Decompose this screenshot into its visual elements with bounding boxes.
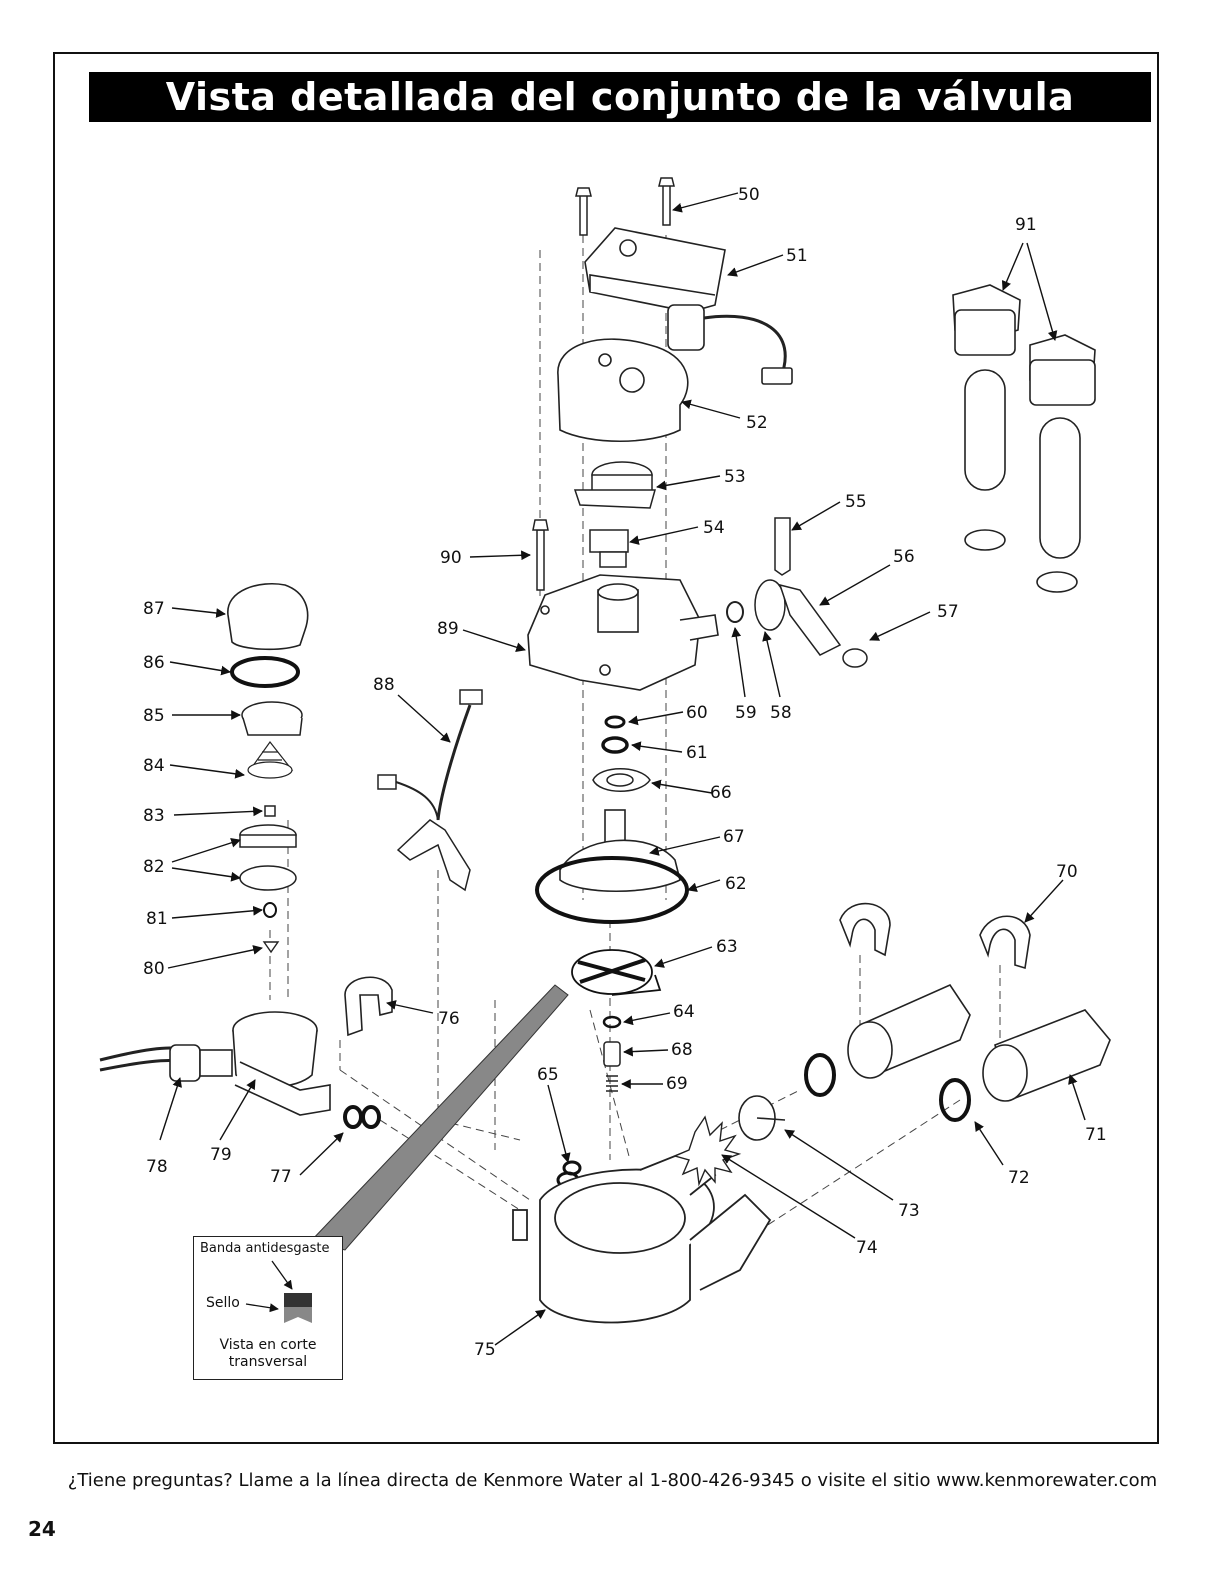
part-66-cam (592, 768, 651, 792)
part-81-nozzle (263, 902, 277, 918)
part-60-ring (604, 715, 626, 729)
part-84-screen (247, 740, 294, 779)
part-77-o-rings (343, 1105, 381, 1129)
callout-63: 63 (716, 937, 738, 957)
callout-86: 86 (143, 653, 165, 673)
part-82-discs (239, 824, 297, 891)
diagram-frame (53, 52, 1159, 1444)
part-63-disc (571, 949, 662, 996)
callout-50: 50 (738, 185, 760, 205)
callout-62: 62 (725, 874, 747, 894)
part-52-cover (557, 338, 689, 443)
part-85-retainer (241, 701, 303, 736)
part-57-hose-clamp (842, 648, 868, 668)
callout-52: 52 (746, 413, 768, 433)
callout-78: 78 (146, 1157, 168, 1177)
callout-57: 57 (937, 602, 959, 622)
callout-68: 68 (671, 1040, 693, 1060)
inset-caption-line2: transversal (228, 1354, 308, 1370)
callout-76: 76 (438, 1009, 460, 1029)
part-55-clip (774, 517, 791, 576)
cross-section-inset: Banda antidesgaste Sello Vista en corte … (193, 1236, 343, 1380)
inset-caption-line1: Vista en corte (219, 1337, 317, 1353)
part-75-valve-body (512, 1148, 772, 1324)
footer-help-text: ¿Tiene preguntas? Llame a la línea direc… (67, 1470, 1158, 1491)
callout-71: 71 (1085, 1125, 1107, 1145)
callout-60: 60 (686, 703, 708, 723)
callout-80: 80 (143, 959, 165, 979)
callout-58: 58 (770, 703, 792, 723)
callout-89: 89 (437, 619, 459, 639)
callout-59: 59 (735, 703, 757, 723)
callout-67: 67 (723, 827, 745, 847)
callout-79: 79 (210, 1145, 232, 1165)
page-title: Vista detallada del conjunto de la válvu… (89, 72, 1151, 122)
callout-83: 83 (143, 806, 165, 826)
part-50-screws (575, 177, 675, 236)
inset-caption: Vista en corte transversal (194, 1337, 342, 1371)
part-51-motor (584, 227, 793, 385)
part-74-turbine (672, 1115, 742, 1187)
callout-90: 90 (440, 548, 462, 568)
part-70-clips (839, 902, 1031, 970)
callout-74: 74 (856, 1238, 878, 1258)
callout-82: 82 (143, 857, 165, 877)
callout-81: 81 (146, 909, 168, 929)
part-69-spring (606, 1075, 618, 1092)
part-86-o-ring (230, 656, 300, 688)
part-78-nut (99, 1044, 233, 1082)
callout-72: 72 (1008, 1168, 1030, 1188)
part-56-drain-elbow (754, 579, 842, 656)
part-89-valve-body-top (527, 574, 719, 691)
inset-seal-label: Sello (206, 1295, 240, 1311)
inset-zoom-wedge (309, 984, 569, 1251)
callout-77: 77 (270, 1167, 292, 1187)
callout-88: 88 (373, 675, 395, 695)
callout-54: 54 (703, 518, 725, 538)
part-54-switch (589, 529, 629, 568)
leader-arrows (159, 192, 1086, 1346)
callout-91: 91 (1015, 215, 1037, 235)
part-61-ring (601, 736, 629, 754)
callout-69: 69 (666, 1074, 688, 1094)
part-64-ring (602, 1015, 622, 1029)
inset-section-graphic (245, 1260, 312, 1323)
callout-53: 53 (724, 467, 746, 487)
part-59-washer (726, 601, 744, 623)
part-91-adaptors (952, 284, 1096, 593)
part-62-seal-ring (535, 856, 689, 924)
callout-51: 51 (786, 246, 808, 266)
part-83-nut (264, 805, 276, 817)
callout-85: 85 (143, 706, 165, 726)
part-68-plug (603, 1041, 621, 1067)
callout-75: 75 (474, 1340, 496, 1360)
part-73-turbine-housing (738, 1095, 786, 1141)
part-72-o-rings (804, 1053, 971, 1122)
part-71-connectors (847, 983, 1111, 1102)
callout-84: 84 (143, 756, 165, 776)
callout-55: 55 (845, 492, 867, 512)
assembly-guide-lines (269, 235, 1001, 1231)
part-53-gear (573, 461, 656, 509)
callout-56: 56 (893, 547, 915, 567)
part-90-screw (532, 519, 549, 591)
inset-band-label: Banda antidesgaste (200, 1241, 330, 1256)
callout-66: 66 (710, 783, 732, 803)
part-80-cone (262, 941, 280, 954)
callout-61: 61 (686, 743, 708, 763)
page-number: 24 (28, 1517, 56, 1541)
part-87-cap (227, 583, 309, 651)
callout-70: 70 (1056, 862, 1078, 882)
callout-73: 73 (898, 1201, 920, 1221)
part-76-clip (344, 976, 393, 1037)
part-79-venturi-housing (232, 1011, 331, 1116)
part-88-wire-harness (377, 689, 483, 892)
callout-87: 87 (143, 599, 165, 619)
callout-64: 64 (673, 1002, 695, 1022)
callout-65: 65 (537, 1065, 559, 1085)
callout-labels: 50 51 52 53 54 55 56 57 58 59 60 61 62 6… (143, 185, 1107, 1360)
